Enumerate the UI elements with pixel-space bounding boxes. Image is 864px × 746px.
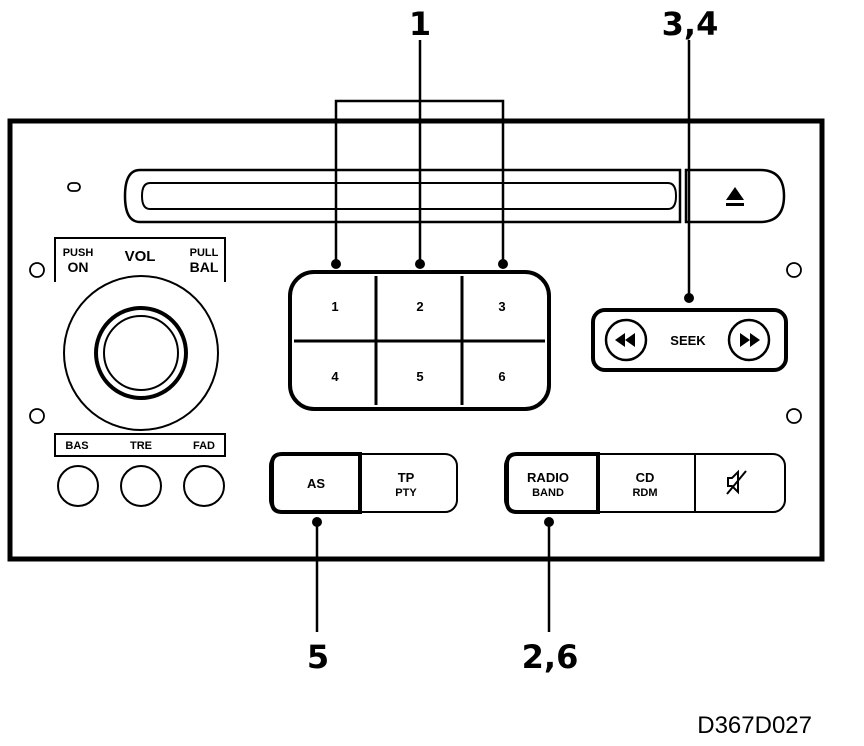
fad-label: FAD [193,440,215,452]
push-label: PUSH [63,247,94,259]
preset-button-4[interactable]: 4 [331,369,339,384]
as-button[interactable]: AS [270,452,362,514]
preset-button-3[interactable]: 3 [498,299,505,314]
fast-forward-icon [740,333,760,347]
on-label: ON [68,259,89,275]
pull-label: PULL [190,247,219,259]
mute-button[interactable] [726,469,747,495]
tone-label-box: BAS TRE FAD [54,433,226,457]
callout-as: 5 [307,638,329,676]
rdm-label: RDM [632,487,657,499]
bass-knob[interactable] [57,465,99,507]
callout-leaders [315,40,691,632]
svg-text:2: 2 [416,299,423,314]
treble-knob[interactable] [120,465,162,507]
bas-label: BAS [65,440,88,452]
volume-knob[interactable] [63,275,219,431]
seek-label: SEEK [670,333,706,348]
rewind-icon [615,333,635,347]
pty-label: PTY [395,487,417,499]
mount-hole [29,262,45,278]
fader-knob[interactable] [183,465,225,507]
preset-button-5[interactable]: 5 [416,369,423,384]
preset-button-2[interactable]: 2 [416,299,423,314]
bal-label: BAL [190,259,219,275]
volume-label-box: PUSH ON VOL PULL BAL [54,237,226,282]
eject-button[interactable] [684,168,786,224]
cd-label: CD [636,470,655,485]
mount-hole [786,408,802,424]
seek-forward-button[interactable] [727,318,771,362]
preset-button-6[interactable]: 6 [498,369,505,384]
cd-rdm-button[interactable]: CD RDM [632,470,657,499]
as-label: AS [307,476,325,491]
tre-label: TRE [130,440,152,452]
svg-text:5: 5 [416,369,423,384]
svg-text:1: 1 [331,299,338,314]
tp-label: TP [398,470,415,485]
callout-radio: 2,6 [522,638,579,676]
indicator-led [67,182,81,192]
svg-text:4: 4 [331,369,339,384]
svg-text:3: 3 [498,299,505,314]
tp-pty-button[interactable]: TP PTY [395,470,417,499]
mount-hole [29,408,45,424]
mount-hole [786,262,802,278]
preset-button-1[interactable]: 1 [331,299,338,314]
callout-seek: 3,4 [662,5,719,43]
figure-code: D367D027 [697,712,812,739]
mute-icon [726,469,747,495]
seek-back-button[interactable] [604,318,648,362]
radio-band-button[interactable]: RADIO BAND [505,452,600,514]
radio-label: RADIO [527,470,569,485]
band-label: BAND [532,487,564,499]
callout-dots [312,259,694,527]
cd-slot [123,168,682,224]
eject-icon [726,187,744,206]
callout-presets: 1 [409,5,431,43]
preset-buttons [288,270,551,411]
vol-label: VOL [125,248,156,265]
svg-text:6: 6 [498,369,505,384]
